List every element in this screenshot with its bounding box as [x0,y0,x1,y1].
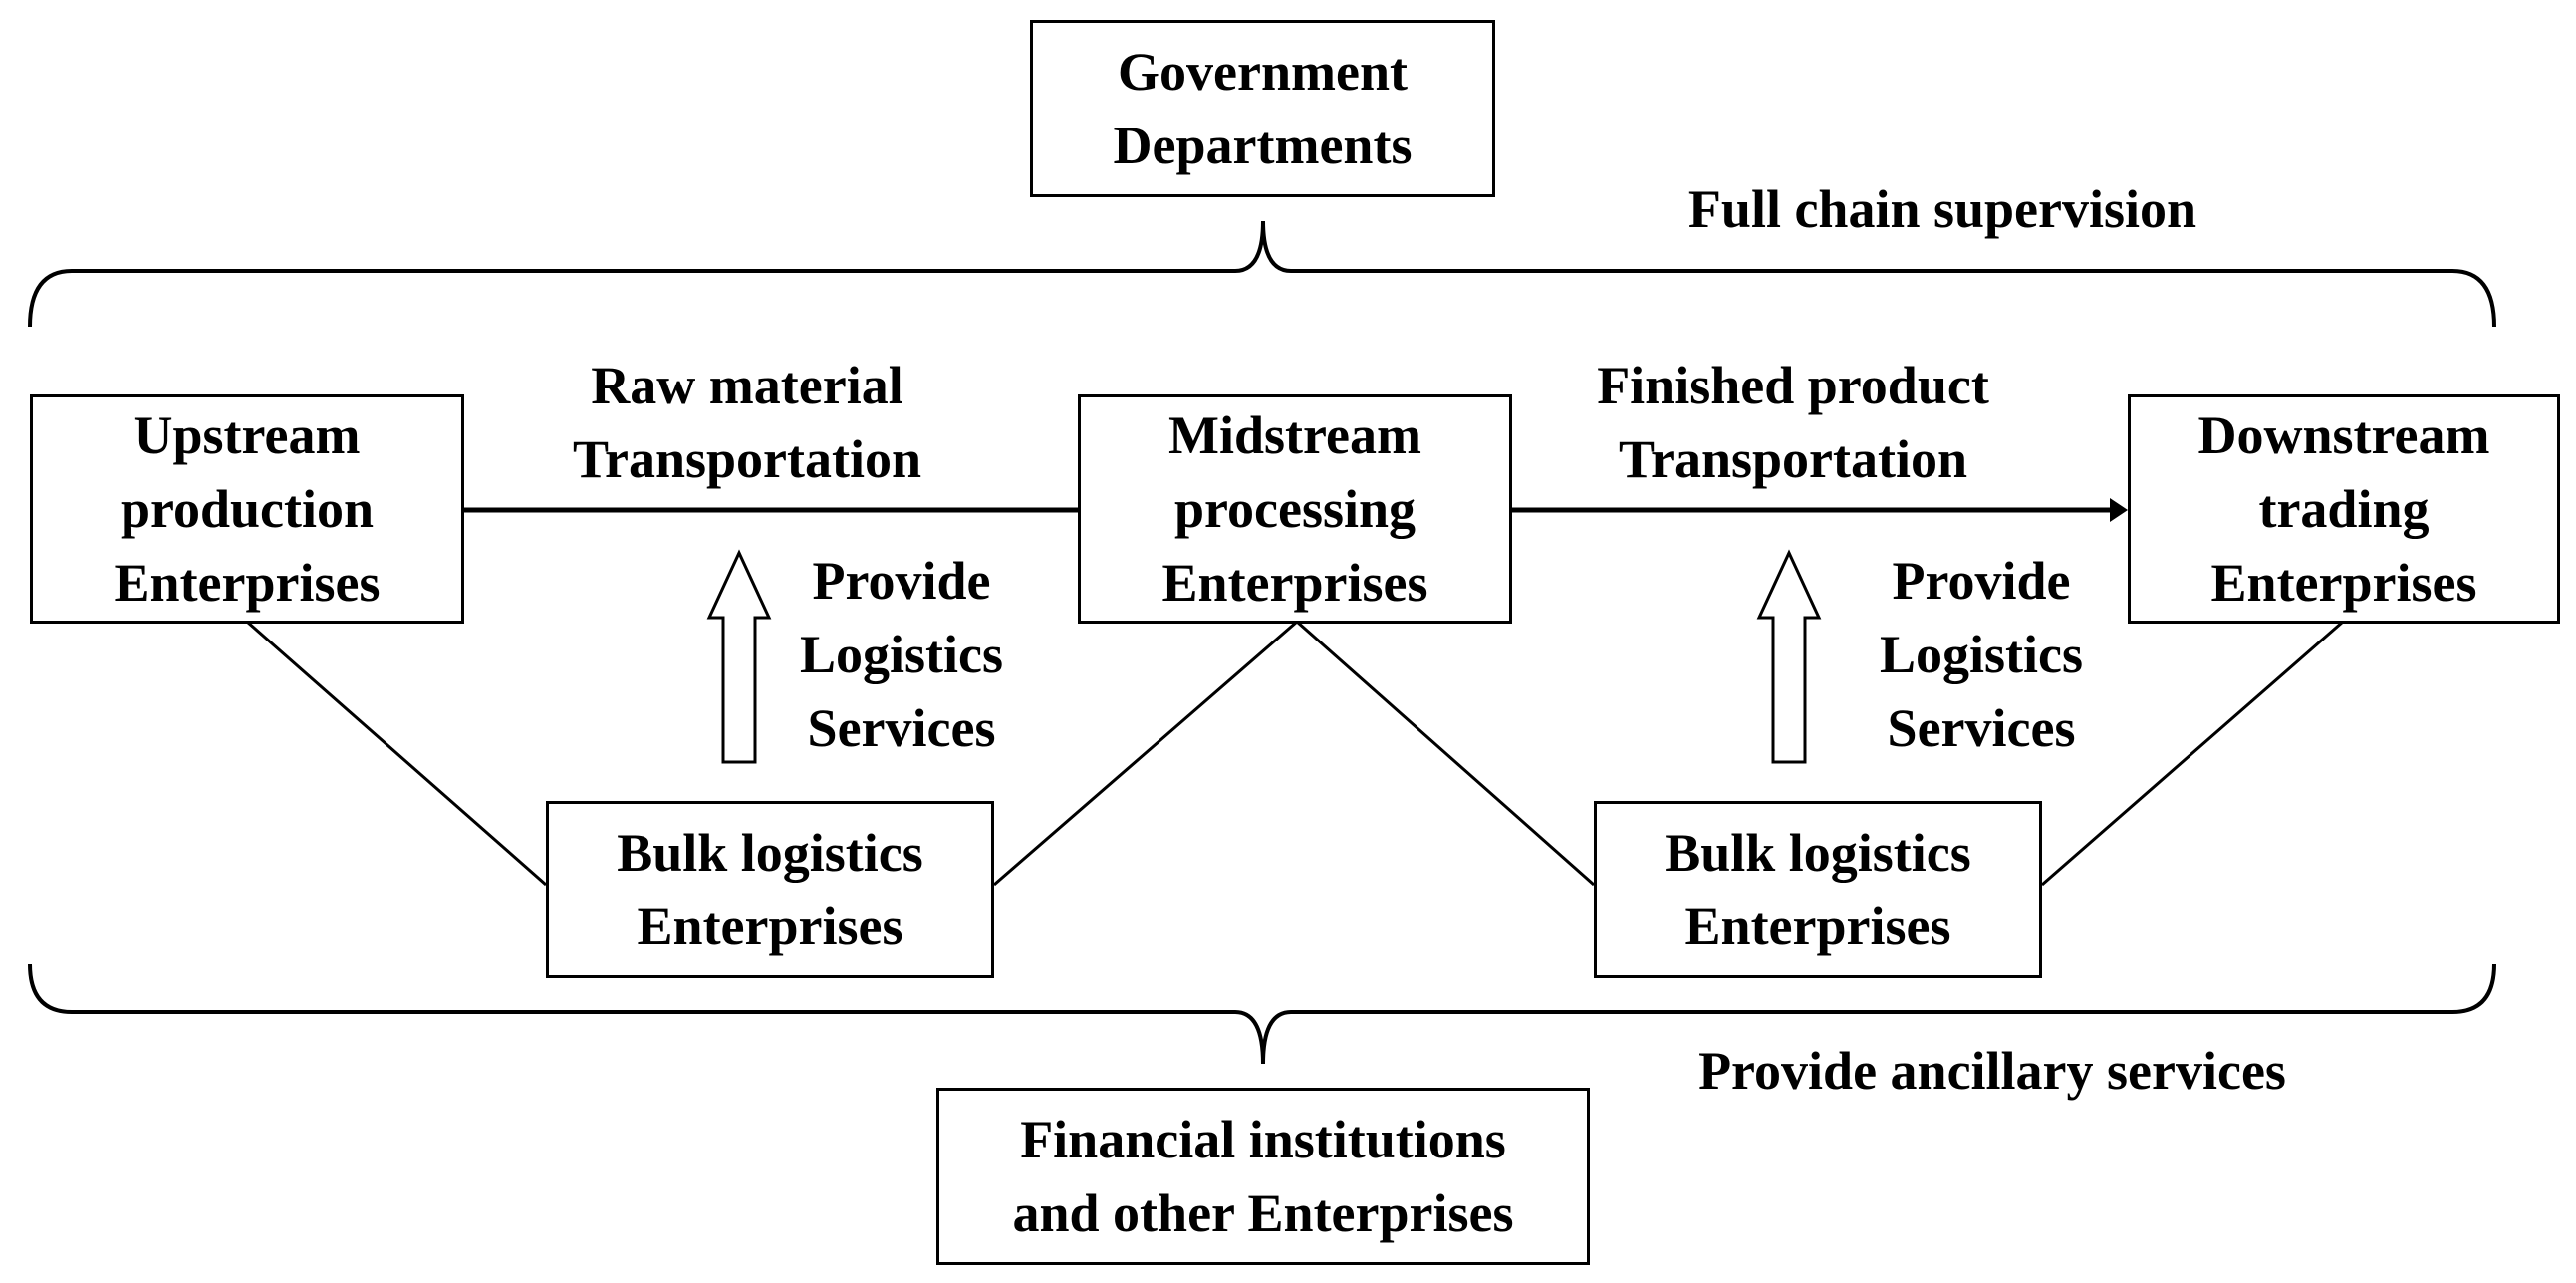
midstream-line-1: Midstream [1168,405,1421,465]
raw-material-line-2: Transportation [572,429,922,489]
logistics-right-line-3: Services [1887,698,2076,758]
finished-product-arrowhead [2110,498,2128,522]
logistics-services-label-right: Provide Logistics Services [1847,544,2116,765]
logistics-left-line-2: Logistics [799,625,1003,684]
hollow-up-arrow-left [706,549,772,764]
raw-material-line-1: Raw material [591,356,903,415]
upstream-line-2: production [120,479,375,539]
top-brace [28,220,2496,328]
finished-product-line-2: Transportation [1618,429,1968,489]
financial-line-1: Financial institutions [1020,1110,1506,1169]
upstream-line-1: Upstream [133,405,361,465]
government-departments-box: Government Departments [1030,20,1495,197]
government-line-1: Government [1118,42,1408,102]
bulk-right-line-2: Enterprises [1684,897,1951,956]
downstream-trading-box: Downstream trading Enterprises [2128,394,2560,624]
government-line-2: Departments [1113,116,1413,175]
upstream-production-box: Upstream production Enterprises [30,394,464,624]
bulk-logistics-box-right: Bulk logistics Enterprises [1594,801,2042,978]
connector-midstream-bulk-right [1296,620,1595,887]
finished-product-line-1: Finished product [1597,356,1989,415]
finished-product-transport-label: Finished product Transportation [1534,349,2052,496]
midstream-line-2: processing [1173,479,1417,539]
upstream-line-3: Enterprises [114,553,381,613]
ancillary-services-label: Provide ancillary services [1698,1041,2286,1101]
bulk-left-line-2: Enterprises [637,897,903,956]
logistics-left-line-1: Provide [812,551,991,611]
logistics-right-line-1: Provide [1892,551,2071,611]
connector-bulk-right-downstream [2041,620,2344,887]
connector-upstream-bulk-left [246,620,547,887]
logistics-services-label-left: Provide Logistics Services [767,544,1036,765]
midstream-processing-box: Midstream processing Enterprises [1078,394,1512,624]
bulk-right-line-1: Bulk logistics [1665,823,1971,883]
logistics-left-line-3: Services [807,698,996,758]
downstream-line-2: trading [2258,479,2430,539]
bulk-logistics-box-left: Bulk logistics Enterprises [546,801,994,978]
full-chain-supervision-label: Full chain supervision [1687,179,2197,239]
connector-bulk-left-midstream [993,620,1298,887]
downstream-line-1: Downstream [2197,405,2490,465]
logistics-right-line-2: Logistics [1879,625,2083,684]
financial-line-2: and other Enterprises [1012,1183,1514,1243]
bulk-left-line-1: Bulk logistics [617,823,923,883]
midstream-line-3: Enterprises [1161,553,1428,613]
downstream-line-3: Enterprises [2210,553,2477,613]
financial-institutions-box: Financial institutions and other Enterpr… [936,1088,1590,1265]
raw-material-transport-label: Raw material Transportation [518,349,976,496]
bottom-brace [28,963,2496,1065]
hollow-up-arrow-right [1756,549,1822,764]
